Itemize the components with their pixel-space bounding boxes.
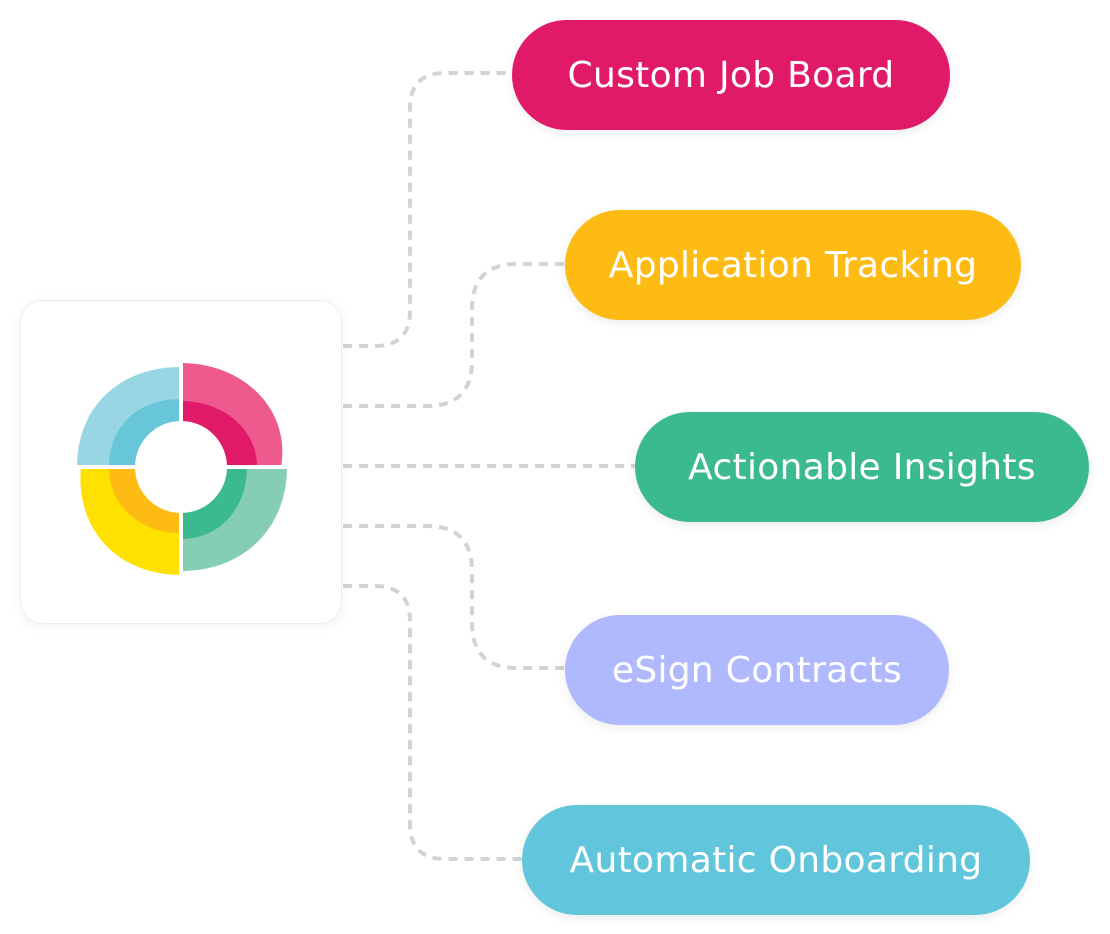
feature-pill-custom-job-board: Custom Job Board [512,20,950,130]
feature-label: Custom Job Board [567,54,895,96]
feature-label: Actionable Insights [688,446,1036,488]
feature-pill-esign-contracts: eSign Contracts [565,615,949,725]
connector-custom-job-board [343,71,512,348]
connector-application-tracking [343,262,565,408]
feature-label: Automatic Onboarding [569,839,983,881]
connector-esign-contracts [343,524,565,670]
logo-icon [69,355,293,579]
connector-automatic-onboarding [343,584,522,861]
feature-pill-actionable-insights: Actionable Insights [635,412,1089,522]
feature-pill-automatic-onboarding: Automatic Onboarding [522,805,1030,915]
logo-card [20,300,342,624]
feature-label: Application Tracking [608,244,978,286]
feature-pill-application-tracking: Application Tracking [565,210,1021,320]
feature-label: eSign Contracts [611,649,903,691]
logo-center-hole [135,421,227,513]
